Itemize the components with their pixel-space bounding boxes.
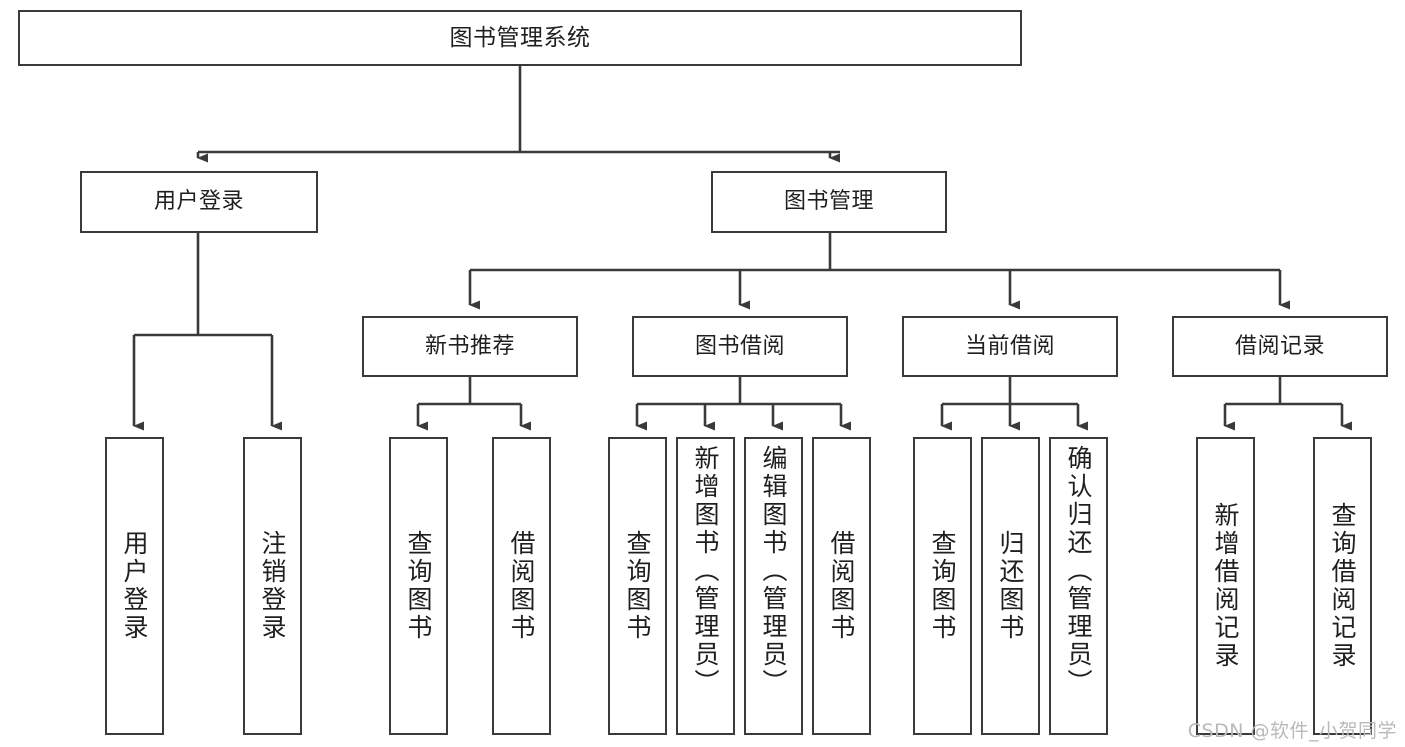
node-leaf-user-login-label: 用户登录 xyxy=(120,530,149,642)
node-leaf-query-record-label: 查询借阅记录 xyxy=(1328,502,1357,670)
node-root[interactable]: 图书管理系统 xyxy=(18,10,1022,66)
node-leaf-query-book-1[interactable]: 查询图书 xyxy=(389,437,448,735)
node-borrow-record[interactable]: 借阅记录 xyxy=(1172,316,1388,377)
node-book-borrow-label: 图书借阅 xyxy=(694,333,785,359)
node-leaf-edit-book[interactable]: 编辑图书（管理员） xyxy=(744,437,803,735)
node-leaf-confirm-return[interactable]: 确认归还（管理员） xyxy=(1049,437,1108,735)
node-leaf-query-book-3[interactable]: 查询图书 xyxy=(913,437,972,735)
node-new-book-rec-label: 新书推荐 xyxy=(424,333,515,359)
node-leaf-edit-book-label: 编辑图书（管理员） xyxy=(759,445,788,697)
node-leaf-confirm-return-label: 确认归还（管理员） xyxy=(1064,445,1093,697)
node-leaf-user-login[interactable]: 用户登录 xyxy=(105,437,164,735)
node-leaf-borrow-book-2[interactable]: 借阅图书 xyxy=(812,437,871,735)
node-book-manage[interactable]: 图书管理 xyxy=(711,171,947,233)
node-leaf-borrow-book-2-label: 借阅图书 xyxy=(827,530,856,642)
node-leaf-logout[interactable]: 注销登录 xyxy=(243,437,302,735)
node-user-login[interactable]: 用户登录 xyxy=(80,171,318,233)
node-leaf-add-book[interactable]: 新增图书（管理员） xyxy=(676,437,735,735)
node-current-borrow-label: 当前借阅 xyxy=(964,333,1055,359)
node-leaf-query-book-3-label: 查询图书 xyxy=(928,530,957,642)
node-leaf-borrow-book-1-label: 借阅图书 xyxy=(507,530,536,642)
node-leaf-query-record[interactable]: 查询借阅记录 xyxy=(1313,437,1372,735)
node-leaf-query-book-2-label: 查询图书 xyxy=(623,530,652,642)
node-leaf-logout-label: 注销登录 xyxy=(258,530,287,642)
node-leaf-add-record-label: 新增借阅记录 xyxy=(1211,502,1240,670)
node-new-book-rec[interactable]: 新书推荐 xyxy=(362,316,578,377)
node-borrow-record-label: 借阅记录 xyxy=(1234,333,1325,359)
node-leaf-return-book[interactable]: 归还图书 xyxy=(981,437,1040,735)
node-leaf-return-book-label: 归还图书 xyxy=(996,530,1025,642)
node-leaf-add-book-label: 新增图书（管理员） xyxy=(691,445,720,697)
node-leaf-query-book-1-label: 查询图书 xyxy=(404,530,433,642)
node-leaf-query-book-2[interactable]: 查询图书 xyxy=(608,437,667,735)
node-leaf-add-record[interactable]: 新增借阅记录 xyxy=(1196,437,1255,735)
node-book-manage-label: 图书管理 xyxy=(783,189,874,215)
watermark-text: CSDN @软件_小贺同学 xyxy=(1187,720,1397,742)
node-leaf-borrow-book-1[interactable]: 借阅图书 xyxy=(492,437,551,735)
node-book-borrow[interactable]: 图书借阅 xyxy=(632,316,848,377)
node-root-label: 图书管理系统 xyxy=(449,24,591,51)
node-user-login-label: 用户登录 xyxy=(153,189,244,215)
node-current-borrow[interactable]: 当前借阅 xyxy=(902,316,1118,377)
